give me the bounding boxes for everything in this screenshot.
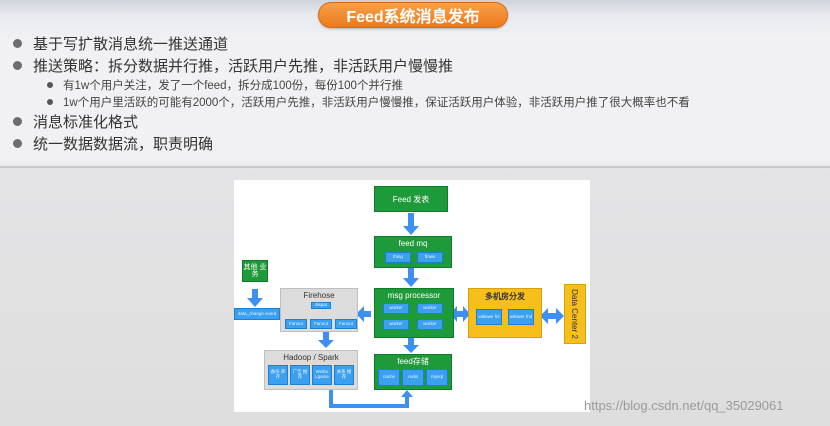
arrow-down-icon [247, 298, 263, 307]
arrow-left-icon [540, 308, 548, 324]
storage-chip: mysql [426, 369, 448, 386]
arrow-up-icon [401, 390, 413, 397]
hadoop-chip: 关系 推荐 [334, 365, 354, 385]
arrow-both-icon [547, 313, 557, 319]
arrow-down-icon [408, 213, 414, 227]
firehose-block: Firehose dispat Fanout Fanout Fanout [280, 288, 358, 332]
sub-bullet-item: 1w个用户里活跃的可能有2000个，活跃用户先推，非活跃用户慢慢推，保证活跃用户… [47, 93, 812, 110]
arrow-down-icon [408, 267, 414, 279]
arrow-down-icon [408, 337, 414, 346]
bullet-dot-icon [13, 60, 22, 70]
multi-room-block: 多机房分发 wtkiwer fnl wtkiwer fnd [468, 288, 542, 338]
multi-room-chip: wtkiwer fnd [508, 309, 534, 325]
arrow-down-icon [403, 278, 419, 287]
sub-bullet-text: 有1w个用户关注，发了一个feed，拆分成100份，每份100个并行推 [63, 79, 403, 92]
msg-processor-block: msg processor worker worker worker worke… [374, 288, 454, 338]
feed-publish-label: Feed 发表 [392, 194, 430, 204]
hadoop-chip: 广告 推荐 [290, 365, 310, 385]
hadoop-spark-label: Hadoop / Spark [283, 352, 339, 362]
bullet-item: 推送策略：拆分数据并行推，活跃用户先推，非活跃用户慢慢推 [12, 54, 812, 76]
data-center-block: Data Center 2 [564, 284, 586, 344]
bullet-text: 基于写扩散消息统一推送通道 [33, 35, 229, 53]
storage-chip: cache [378, 369, 400, 386]
other-business-block: 其他 业务 [242, 260, 268, 282]
arrow-down-icon [323, 331, 329, 341]
bullet-text: 统一数据数据流，职责明确 [33, 135, 214, 153]
connector-line [329, 404, 409, 408]
multi-room-chip: wtkiwer fnl [476, 309, 502, 325]
bullet-dot-icon [13, 116, 22, 126]
hadoop-chip: 备份 库存 [268, 365, 288, 385]
multi-room-label: 多机房分发 [485, 292, 525, 301]
arrow-down-icon [403, 226, 419, 235]
bullet-dot-icon [47, 98, 53, 105]
sub-bullet-item: 有1w个用户关注，发了一个feed，拆分成100份，每份100个并行推 [47, 76, 812, 93]
worker-chip: worker [417, 319, 443, 330]
bullet-dot-icon [13, 38, 22, 48]
other-business-label: 其他 业务 [243, 263, 267, 278]
feed-mq-block: feed mq thing flows [374, 236, 452, 268]
feed-publish-block: Feed 发表 [374, 186, 448, 212]
bullet-item: 统一数据数据流，职责明确 [12, 132, 812, 154]
data-center-label: Data Center 2 [570, 289, 580, 339]
hadoop-chip: Weibo Lgame [312, 365, 332, 385]
arrow-left-icon [363, 311, 371, 317]
bullet-dot-icon [13, 138, 22, 148]
feed-storage-block: feed存储 cache redis mysql [374, 354, 452, 390]
arrow-down-icon [318, 340, 334, 348]
bullet-text: 消息标准化格式 [33, 113, 139, 131]
msg-processor-label: msg processor [387, 290, 441, 300]
feed-storage-label: feed存储 [397, 356, 429, 366]
arrow-right-icon [556, 308, 564, 324]
worker-chip: worker [417, 303, 443, 314]
firehose-dispatch-chip: dispat [311, 302, 331, 309]
feed-mq-chip: flows [417, 252, 443, 263]
arrow-both-icon [456, 311, 464, 317]
fanout-chip: Fanout [310, 319, 332, 329]
slide-title: Feed系统消息发布 [318, 2, 508, 28]
fanout-chip: Fanout [335, 319, 357, 329]
firehose-label: Firehose [303, 290, 335, 300]
sub-bullet-text: 1w个用户里活跃的可能有2000个，活跃用户先推，非活跃用户慢慢推，保证活跃用户… [63, 96, 690, 109]
bullet-text: 推送策略：拆分数据并行推，活跃用户先推，非活跃用户慢慢推 [33, 57, 454, 75]
feed-mq-label: feed mq [398, 238, 428, 248]
bullet-dot-icon [47, 81, 53, 88]
connector-line [405, 395, 409, 408]
arrow-down-icon [252, 289, 258, 299]
arrow-right-icon [463, 306, 470, 322]
connector-line [329, 390, 333, 408]
arrow-left-icon [356, 306, 364, 322]
watermark-text: https://blog.csdn.net/qq_35029061 [584, 398, 784, 413]
storage-chip: redis [402, 369, 424, 386]
worker-chip: worker [383, 303, 409, 314]
section-divider [0, 166, 830, 168]
feed-mq-chip: thing [385, 252, 411, 263]
data-change-event-chip: data_change event [234, 308, 280, 320]
bullet-list: 基于写扩散消息统一推送通道 推送策略：拆分数据并行推，活跃用户先推，非活跃用户慢… [12, 32, 812, 154]
bullet-item: 消息标准化格式 [12, 110, 812, 132]
worker-chip: worker [383, 319, 409, 330]
arrow-down-icon [403, 345, 419, 353]
bullet-item: 基于写扩散消息统一推送通道 [12, 32, 812, 54]
architecture-diagram: Feed 发表 feed mq thing flows msg processo… [234, 180, 590, 412]
hadoop-spark-block: Hadoop / Spark 备份 库存 广告 推荐 Weibo Lgame 关… [264, 350, 358, 390]
fanout-chip: Fanout [285, 319, 307, 329]
